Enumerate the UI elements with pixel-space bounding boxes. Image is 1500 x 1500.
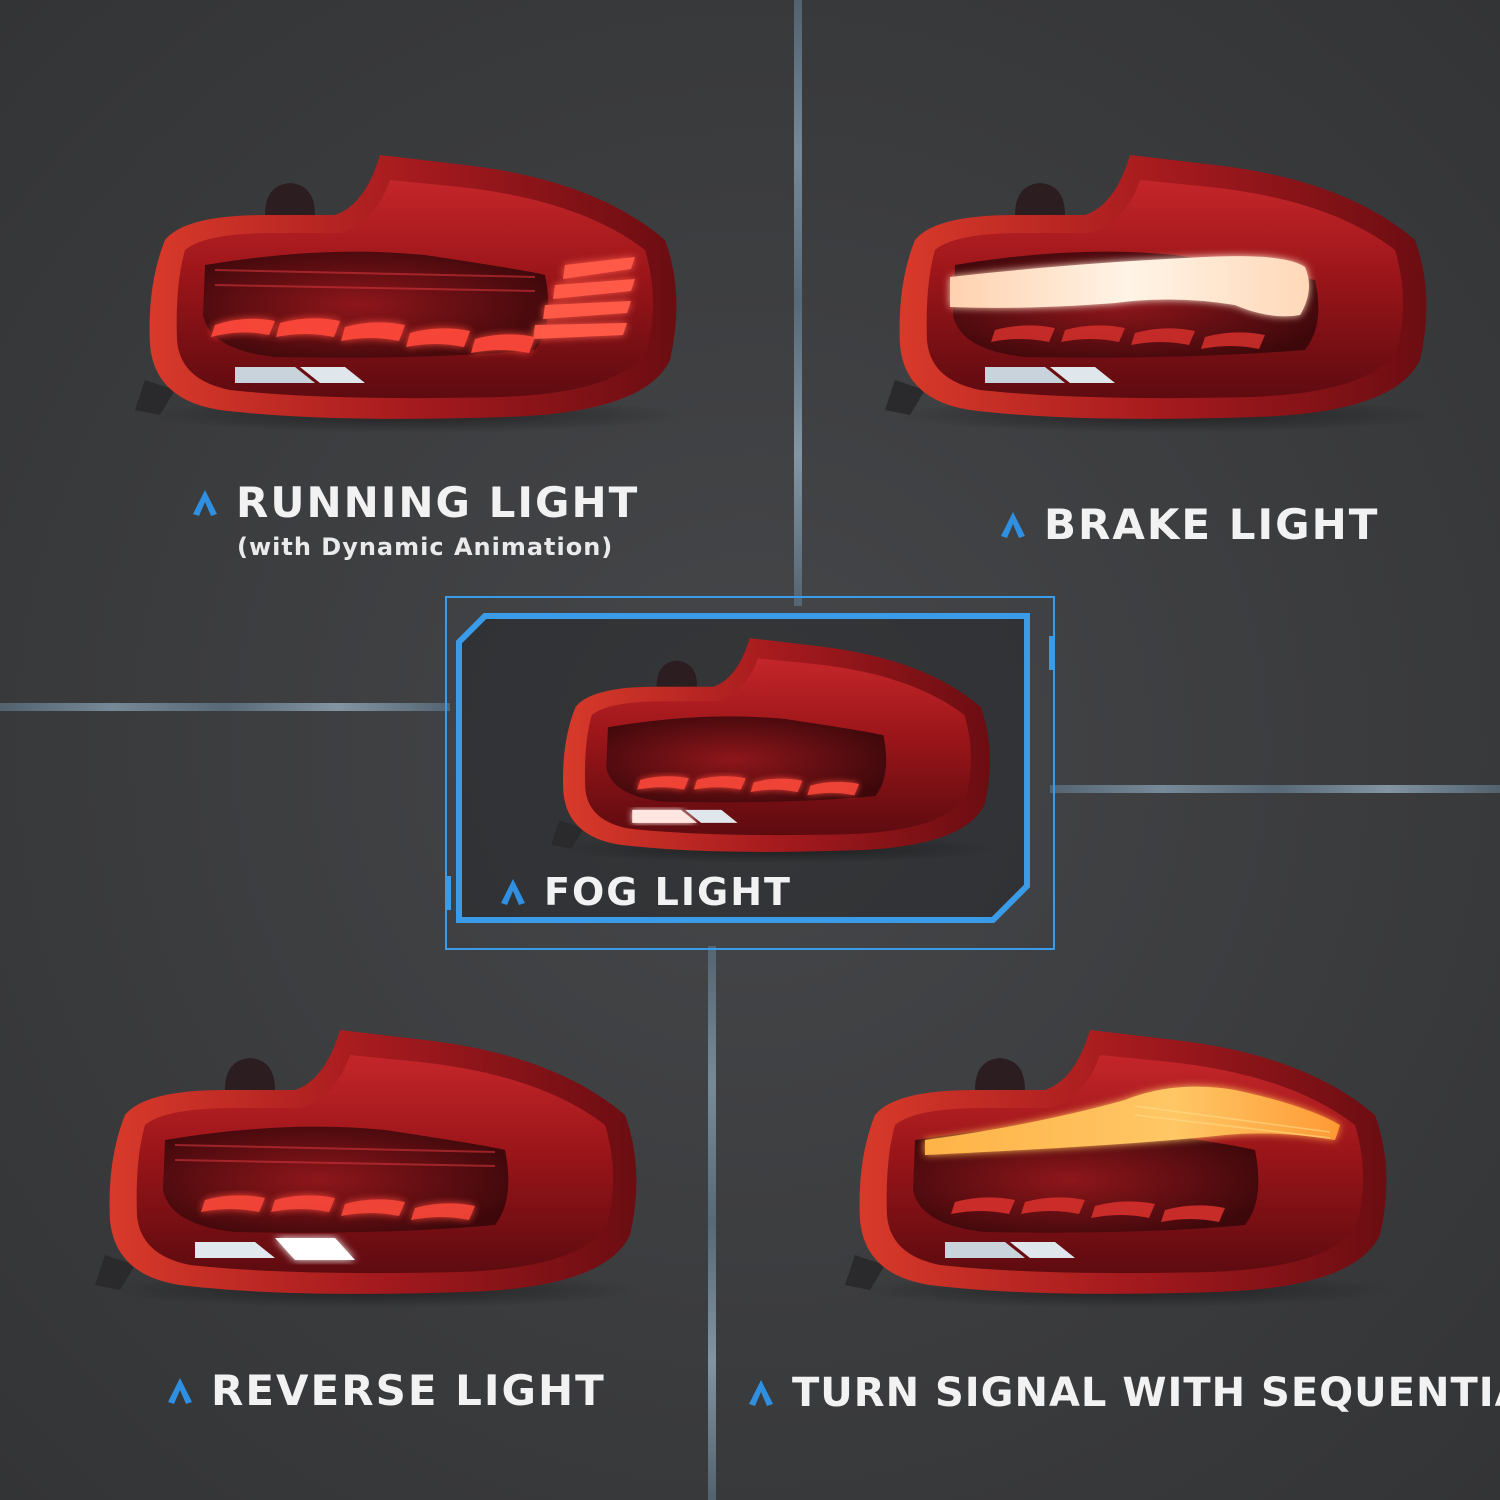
divider-vertical-bottom — [708, 946, 716, 1500]
brake-light-title: BRAKE LIGHT — [1044, 500, 1380, 549]
turn-signal-lamp — [845, 1030, 1395, 1308]
divider-horizontal-right — [1050, 785, 1500, 793]
brake-light-caption: BRAKE LIGHT — [1000, 500, 1379, 549]
running-light-caption: RUNNING LIGHT — [192, 478, 639, 527]
turn-signal-title: TURN SIGNAL WITH SEQUENTIAL — [792, 1370, 1500, 1416]
chevron-up-icon — [749, 1380, 773, 1406]
chevron-up-icon — [501, 879, 525, 905]
chevron-up-icon — [193, 489, 217, 516]
fog-light-title: FOG LIGHT — [544, 870, 792, 914]
fog-light-lamp — [551, 638, 997, 864]
reverse-light-title: REVERSE LIGHT — [211, 1366, 606, 1415]
running-light-lamp — [135, 155, 685, 433]
divider-vertical-top — [794, 0, 802, 606]
reverse-light-lamp — [95, 1030, 645, 1308]
chevron-up-icon — [1001, 511, 1025, 538]
running-light-subtitle: (with Dynamic Animation) — [237, 533, 614, 561]
reverse-light-caption: REVERSE LIGHT — [167, 1366, 606, 1415]
turn-signal-caption: TURN SIGNAL WITH SEQUENTIAL — [748, 1370, 1500, 1416]
fog-light-caption: FOG LIGHT — [500, 870, 792, 914]
brake-light-lamp — [885, 155, 1435, 433]
divider-horizontal-left — [0, 703, 450, 711]
chevron-up-icon — [168, 1377, 192, 1404]
running-light-title: RUNNING LIGHT — [236, 478, 640, 527]
